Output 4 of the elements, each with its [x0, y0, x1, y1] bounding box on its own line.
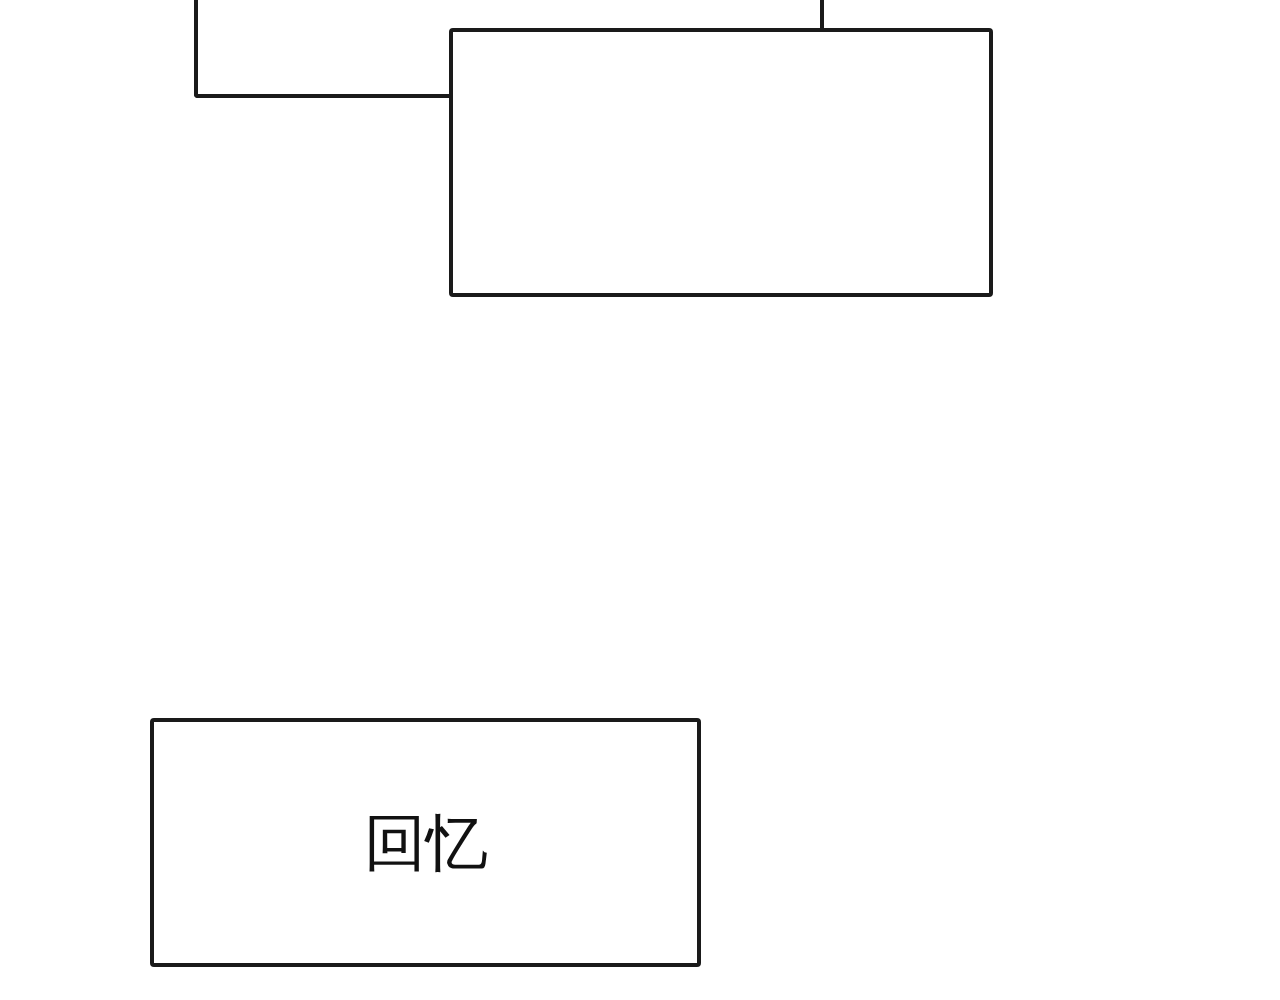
- caption-text: 回忆: [363, 804, 488, 881]
- panel-frame: [194, 0, 452, 98]
- panel-frame: [449, 28, 993, 297]
- panel-frame: [150, 718, 701, 967]
